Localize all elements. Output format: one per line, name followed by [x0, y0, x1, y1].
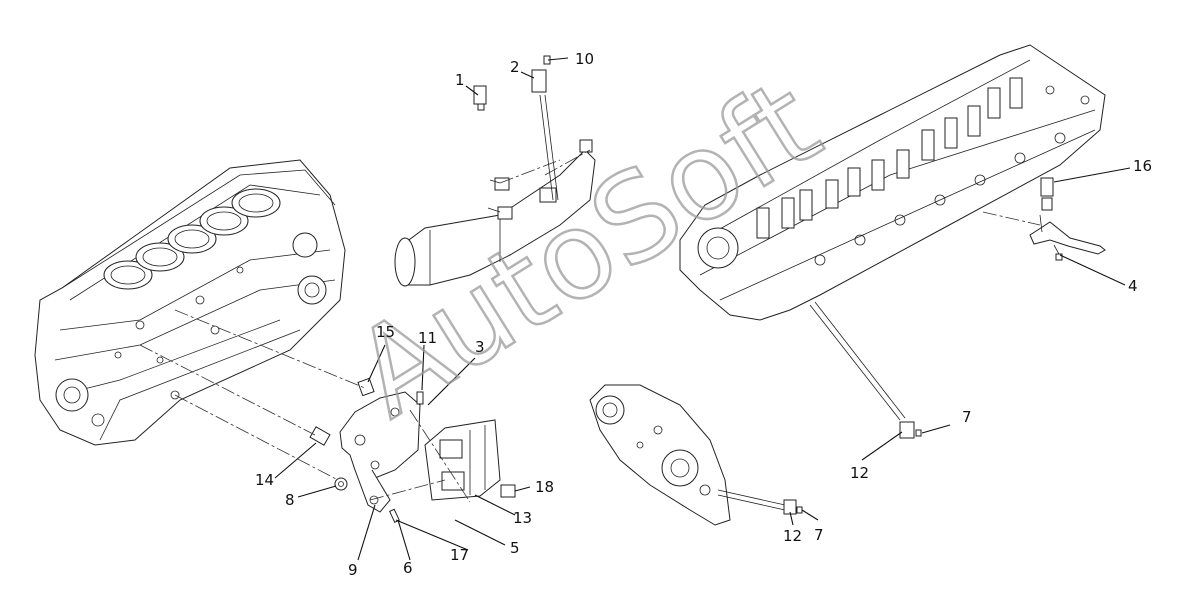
- callout-labels: 1 2 10 3 4 5 6 7 7 8 9 11 12 12 13 14 15…: [255, 50, 1152, 579]
- ecm-module: [424, 419, 516, 501]
- hardware: [309, 55, 551, 523]
- callout-7-lower: 7: [814, 526, 824, 544]
- ecm-bracket: [339, 391, 421, 513]
- leader-lines: [274, 57, 1131, 561]
- projection-lines: [139, 149, 1041, 503]
- callout-5: 5: [510, 539, 520, 557]
- callout-10: 10: [575, 50, 594, 68]
- callout-4: 4: [1128, 277, 1138, 295]
- callout-12-lower: 12: [783, 527, 802, 545]
- sensor-12-upper: [809, 301, 922, 439]
- callout-1: 1: [455, 71, 465, 89]
- callout-14: 14: [255, 471, 274, 489]
- sensor-12-lower: [717, 489, 803, 515]
- callout-16: 16: [1133, 157, 1152, 175]
- callout-7-upper: 7: [962, 408, 972, 426]
- callout-17: 17: [450, 546, 469, 564]
- callout-15: 15: [376, 323, 395, 341]
- callout-11: 11: [418, 329, 437, 347]
- callout-12-upper: 12: [850, 464, 869, 482]
- cylinder-head: [679, 44, 1106, 321]
- gear-cover: [589, 384, 731, 526]
- callout-3: 3: [475, 338, 485, 356]
- callout-18: 18: [535, 478, 554, 496]
- callout-2: 2: [510, 58, 520, 76]
- callout-6: 6: [403, 559, 413, 577]
- callout-9: 9: [348, 561, 358, 579]
- callout-8: 8: [285, 491, 295, 509]
- intake-elbow: [394, 139, 596, 287]
- sensor-16-assembly: [1029, 177, 1106, 261]
- callout-13: 13: [513, 509, 532, 527]
- engine-block: [34, 159, 346, 446]
- sensor-tube: [539, 94, 559, 201]
